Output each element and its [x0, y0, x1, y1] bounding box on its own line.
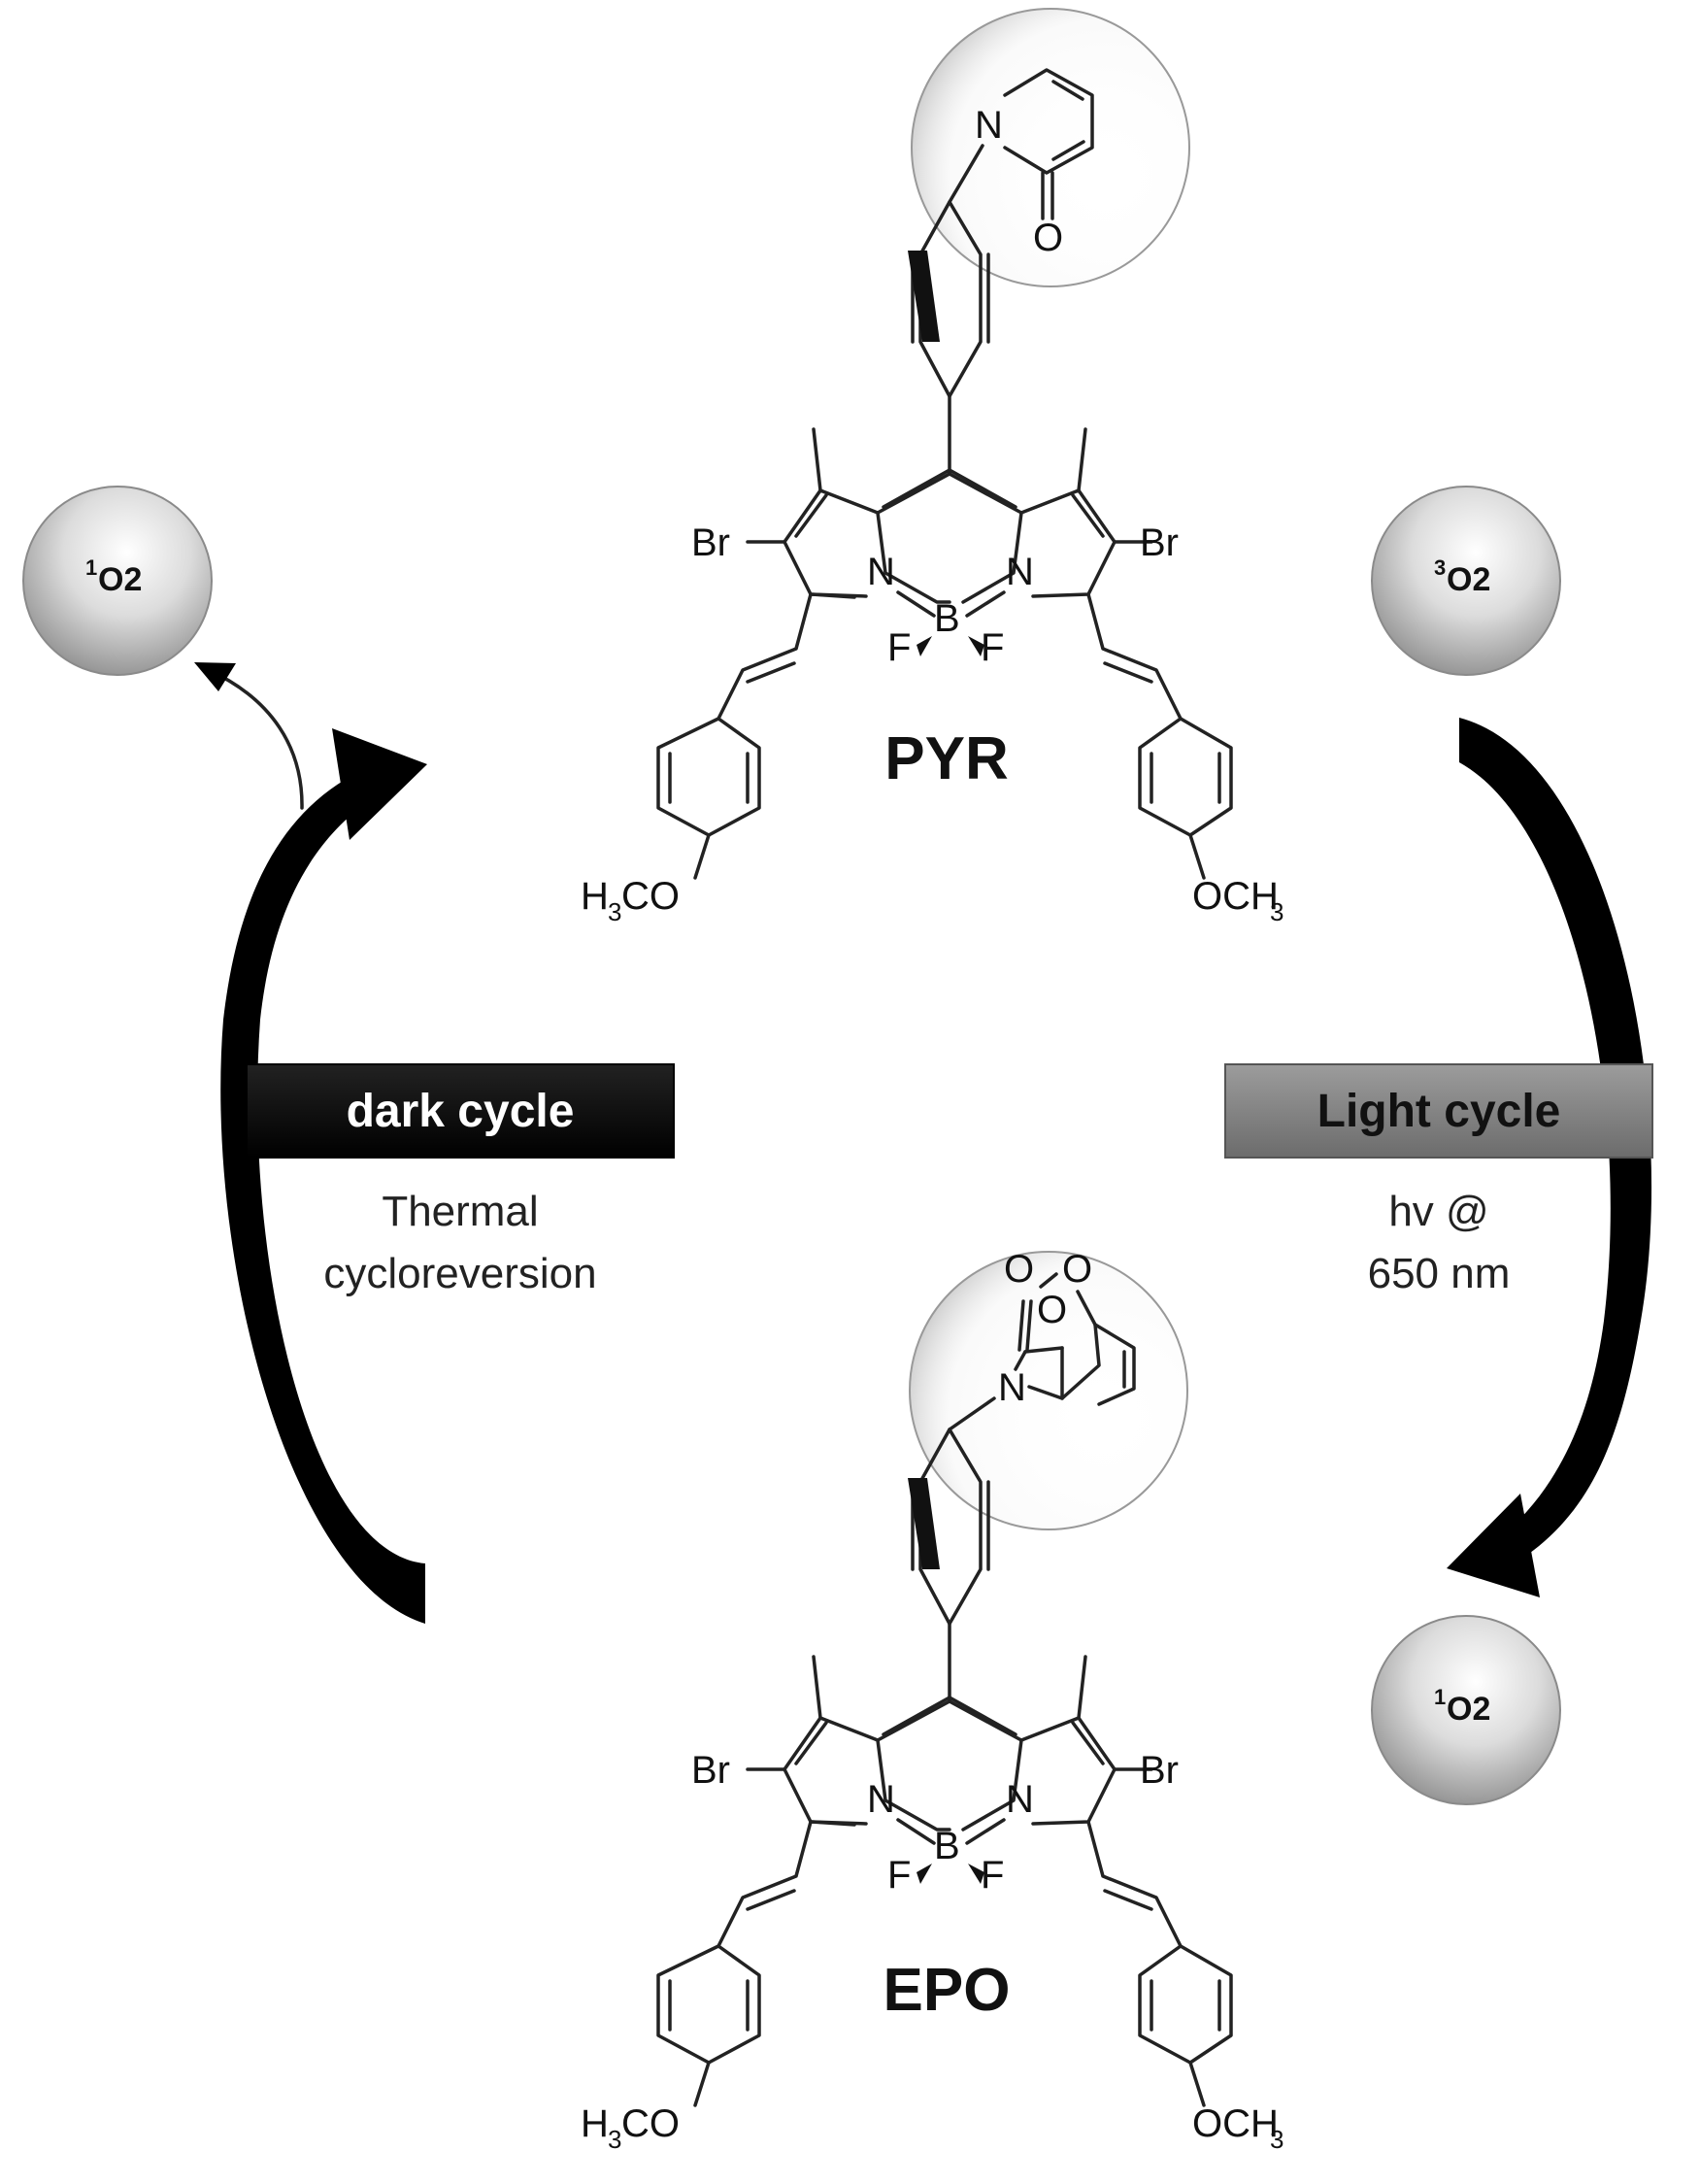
- svg-text:O: O: [1037, 1289, 1067, 1331]
- svg-text:O: O: [1062, 1248, 1092, 1291]
- svg-text:OCH: OCH: [1192, 2102, 1279, 2145]
- svg-text:H: H: [581, 875, 609, 918]
- svg-text:N: N: [1006, 551, 1034, 593]
- svg-text:F: F: [887, 1854, 911, 1897]
- svg-text:1: 1: [85, 555, 97, 580]
- dark-cycle-caption-line1: Thermal: [382, 1188, 538, 1235]
- light-cycle-label: Light cycle: [1317, 1086, 1561, 1137]
- svg-text:O2: O2: [1447, 561, 1490, 598]
- triplet-oxygen-right-badge: 3 O2: [1371, 486, 1561, 676]
- dark-cycle-arrow: [220, 728, 427, 1624]
- dark-cycle-label: dark cycle: [347, 1086, 575, 1137]
- svg-text:Br: Br: [691, 1749, 730, 1792]
- svg-text:O: O: [1033, 217, 1063, 259]
- svg-text:CO: CO: [621, 875, 680, 918]
- svg-text:OCH: OCH: [1192, 875, 1279, 918]
- svg-text:H: H: [581, 2102, 609, 2145]
- dark-cycle-caption-line2: cycloreversion: [323, 1250, 596, 1297]
- svg-text:CO: CO: [621, 2102, 680, 2145]
- endoperoxide-highlight-bubble: [909, 1251, 1188, 1530]
- svg-text:Br: Br: [1140, 1749, 1179, 1792]
- svg-text:O: O: [1004, 1248, 1034, 1291]
- svg-text:3: 3: [1270, 897, 1283, 926]
- svg-text:3: 3: [1270, 2125, 1283, 2154]
- svg-text:O2: O2: [98, 561, 142, 598]
- svg-text:N: N: [975, 104, 1003, 147]
- svg-text:O2: O2: [1447, 1691, 1490, 1728]
- epo-compound-label: EPO: [883, 1957, 1011, 2024]
- svg-text:N: N: [1006, 1778, 1034, 1821]
- pyridone-highlight-bubble: [911, 8, 1190, 287]
- oxygen-release-arrow: [194, 662, 304, 810]
- svg-text:3: 3: [1434, 555, 1446, 580]
- svg-text:B: B: [934, 1825, 960, 1867]
- light-cycle-arrow: [1447, 718, 1652, 1597]
- svg-text:B: B: [934, 597, 960, 640]
- svg-text:Br: Br: [691, 521, 730, 564]
- svg-text:N: N: [998, 1366, 1026, 1409]
- pyr-structure: O N Br Br N N B F: [581, 8, 1283, 926]
- epo-structure: O O O N Br Br N N B: [581, 1248, 1283, 2154]
- svg-text:F: F: [981, 1854, 1004, 1897]
- svg-text:F: F: [887, 626, 911, 669]
- singlet-oxygen-left-badge: 1 O2: [22, 486, 213, 676]
- svg-text:F: F: [981, 626, 1004, 669]
- svg-text:1: 1: [1434, 1685, 1446, 1709]
- svg-text:N: N: [867, 1778, 895, 1821]
- svg-text:Br: Br: [1140, 521, 1179, 564]
- svg-text:3: 3: [608, 897, 621, 926]
- pyr-compound-label: PYR: [884, 725, 1008, 792]
- dark-cycle-box: dark cycle: [246, 1063, 675, 1159]
- svg-text:N: N: [867, 551, 895, 593]
- light-cycle-caption-line2: 650 nm: [1368, 1250, 1511, 1297]
- singlet-oxygen-right-badge: 1 O2: [1371, 1615, 1561, 1805]
- svg-text:3: 3: [608, 2125, 621, 2154]
- light-cycle-caption-line1: hv @: [1388, 1188, 1488, 1235]
- light-cycle-box: Light cycle: [1224, 1063, 1653, 1159]
